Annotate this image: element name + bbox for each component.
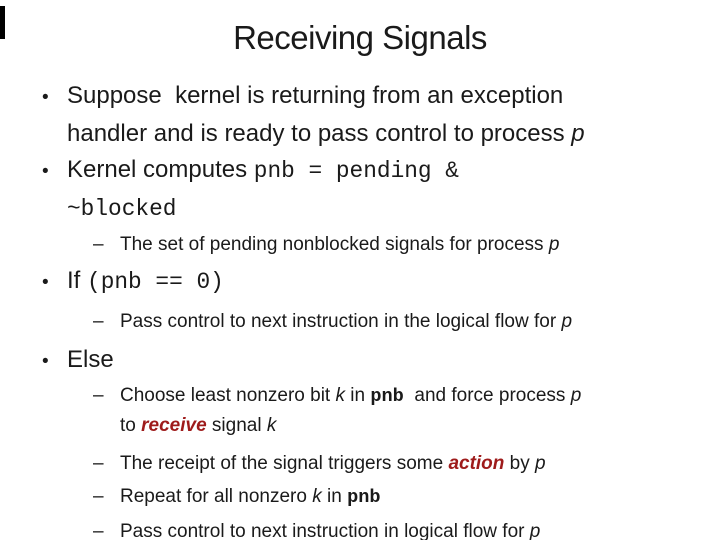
sub-bullet-item: – The receipt of the signal triggers som… <box>0 449 720 478</box>
variable-p: p <box>535 453 546 474</box>
code-segment: pnb <box>370 385 404 407</box>
dash-marker: – <box>93 311 104 332</box>
text-segment: Choose least nonzero bit <box>120 385 336 406</box>
sub-bullet-text: Pass control to next instruction in logi… <box>120 517 540 540</box>
text-segment: to <box>120 415 142 436</box>
sub-bullet-item: – Pass control to next instruction in lo… <box>0 517 720 540</box>
text-segment: signal <box>206 415 267 436</box>
text-segment: Pass control to next instruction in the … <box>120 311 562 332</box>
code-segment: pnb <box>347 486 381 508</box>
text-segment: handler and is ready to pass control to … <box>67 120 572 147</box>
bullet-item-continuation: handler and is ready to pass control to … <box>0 116 720 152</box>
bullet-text: Kernel computes pnb = pending & <box>67 152 459 189</box>
text-segment: by <box>504 453 536 474</box>
bullet-text: handler and is ready to pass control to … <box>67 116 585 152</box>
dash-marker: – <box>93 385 104 406</box>
text-segment: Else <box>67 346 114 373</box>
text-segment: Suppose kernel is returning from an exce… <box>67 82 564 109</box>
text-segment: Kernel computes <box>67 156 254 183</box>
text-segment: The receipt of the signal triggers some <box>120 453 449 474</box>
sub-bullet-item: – Pass control to next instruction in th… <box>0 307 720 336</box>
text-segment: in <box>344 385 371 406</box>
left-edge-mark <box>0 6 5 39</box>
emphasis-action: action <box>448 453 505 474</box>
sub-bullet-item: – Choose least nonzero bit k in pnb and … <box>0 381 720 411</box>
bullet-marker: • <box>42 351 49 372</box>
bullet-text: If (pnb == 0) <box>67 263 224 300</box>
sub-bullet-text: Repeat for all nonzero k in pnb <box>120 482 381 512</box>
sub-bullet-text: Pass control to next instruction in the … <box>120 307 572 336</box>
variable-p: p <box>570 385 582 406</box>
text-segment: and force process <box>403 385 571 406</box>
sub-bullet-text: to receive signal k <box>120 411 276 440</box>
bullet-text: Else <box>67 342 114 378</box>
variable-k: k <box>312 486 322 507</box>
sub-bullet-text: Choose least nonzero bit k in pnb and fo… <box>120 381 581 411</box>
code-segment: ~blocked <box>67 196 177 222</box>
bullet-item-continuation: ~blocked <box>0 190 720 227</box>
dash-marker: – <box>93 234 104 255</box>
dash-marker: – <box>93 453 104 474</box>
text-segment: Repeat for all nonzero <box>120 486 313 507</box>
sub-bullet-continuation: to receive signal k <box>0 411 720 440</box>
variable-p: p <box>529 521 541 540</box>
sub-bullet-item: – Repeat for all nonzero k in pnb <box>0 482 720 512</box>
text-segment: If <box>67 267 88 294</box>
emphasis-receive: receive <box>141 415 207 436</box>
code-segment: pnb = pending & <box>253 158 459 184</box>
bullet-text: Suppose kernel is returning from an exce… <box>67 78 563 114</box>
variable-k: k <box>266 415 277 436</box>
sub-bullet-text: The set of pending nonblocked signals fo… <box>120 230 559 259</box>
variable-k: k <box>335 385 345 406</box>
text-segment: in <box>321 486 348 507</box>
sub-bullet-text: The receipt of the signal triggers some … <box>120 449 546 478</box>
text-segment: The set of pending nonblocked signals fo… <box>120 234 549 255</box>
bullet-text: ~blocked <box>67 190 176 227</box>
bullet-marker: • <box>42 87 49 108</box>
variable-p: p <box>548 234 560 255</box>
variable-p: p <box>571 120 585 147</box>
dash-marker: – <box>93 486 104 507</box>
code-segment: (pnb == 0) <box>87 269 224 295</box>
bullet-marker: • <box>42 161 49 182</box>
variable-p: p <box>561 311 573 332</box>
bullet-marker: • <box>42 272 49 293</box>
bullet-item: • Else <box>0 342 720 380</box>
dash-marker: – <box>93 521 104 540</box>
text-segment: Pass control to next instruction in logi… <box>120 521 530 540</box>
bullet-item: • Suppose kernel is returning from an ex… <box>0 78 720 116</box>
bullet-item: • If (pnb == 0) <box>0 263 720 301</box>
bullet-item: • Kernel computes pnb = pending & <box>0 152 720 190</box>
slide-body: • Suppose kernel is returning from an ex… <box>0 78 720 540</box>
sub-bullet-item: – The set of pending nonblocked signals … <box>0 230 720 259</box>
page-title: Receiving Signals <box>233 19 487 56</box>
